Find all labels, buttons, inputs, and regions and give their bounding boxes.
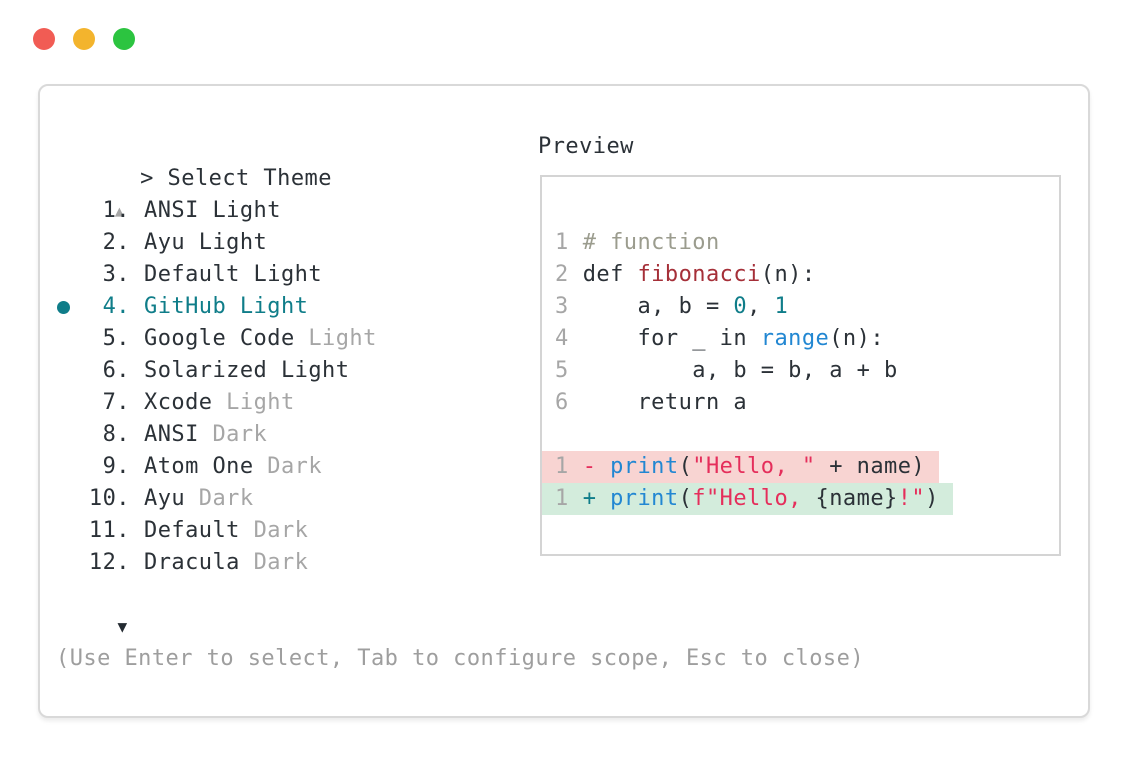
line-number: 1 [555,454,569,479]
close-window-icon[interactable] [33,28,55,50]
theme-number: 2. [102,230,130,255]
theme-label: Xcode Light [144,390,295,415]
theme-label: Default Dark [144,518,309,543]
blank-line [542,419,1059,451]
theme-number: 3. [102,262,130,287]
line-number: 5 [555,358,569,383]
selection-bullet-cell [56,300,88,314]
theme-label: GitHub Light [144,294,309,319]
code-line: 6 return a [542,387,1059,419]
theme-label: Default Light [144,262,323,287]
scroll-down-icon: ▼ [117,617,128,636]
code-line: 3 a, b = 0, 1 [542,291,1059,323]
line-number: 6 [555,390,569,415]
theme-option-ansi-light[interactable]: 1. ANSI Light [56,195,526,227]
code-line-content [542,419,555,451]
line-number: 3 [555,294,569,319]
theme-number: 8. [102,422,130,447]
select-theme-prompt: > Select Theme [140,166,332,191]
theme-number: 9. [102,454,130,479]
code-line: 1# function [542,227,1059,259]
theme-list-column: > Select Theme ▲ 1. ANSI Light 2. Ayu Light… [56,131,865,675]
keyboard-hint: (Use Enter to select, Tab to configure s… [56,646,865,671]
theme-label: Dracula Dark [144,550,309,575]
theme-label: ANSI Dark [144,422,268,447]
scroll-up-icon: ▲ [114,202,125,220]
theme-number: 5. [102,326,130,351]
scroll-up-button[interactable]: ▲ [56,163,526,220]
theme-number: 6. [102,358,130,383]
scroll-down-button[interactable]: ▼ [56,579,526,636]
code-line-content: 3 a, b = 0, 1 [555,294,789,319]
theme-option-atom-one-dark[interactable]: 9. Atom One Dark [56,451,526,483]
selected-bullet-icon [57,300,70,314]
line-number: 4 [555,326,569,351]
theme-picker-panel: > Select Theme ▲ 1. ANSI Light 2. Ayu Light… [38,84,1090,718]
theme-number: 11. [88,518,130,543]
code-line-content: 4 for _ in range(n): [555,326,885,351]
theme-option-google-code-light[interactable]: 5. Google Code Light [56,323,526,355]
theme-option-dracula-dark[interactable]: 12. Dracula Dark [56,547,526,579]
preview-label: Preview [538,134,634,159]
theme-option-xcode-light[interactable]: 7. Xcode Light [56,387,526,419]
theme-number: 4. [102,294,130,319]
theme-option-default-dark[interactable]: 11. Default Dark [56,515,526,547]
theme-option-ayu-light[interactable]: 2. Ayu Light [56,227,526,259]
theme-number: 7. [102,390,130,415]
window-controls [33,28,135,50]
code-line-content: 1- print("Hello, " + name) [542,451,940,483]
theme-option-solarized-light[interactable]: 6. Solarized Light [56,355,526,387]
theme-number: 12. [88,550,130,575]
code-line-content: 1+ print(f"Hello, {name}!") [542,483,953,515]
line-number: 1 [555,230,569,255]
theme-label: Ayu Dark [144,486,254,511]
theme-option-ayu-dark[interactable]: 10. Ayu Dark [56,483,526,515]
theme-label: Atom One Dark [144,454,323,479]
theme-option-default-light[interactable]: 3. Default Light [56,259,526,291]
theme-label: Ayu Light [144,230,268,255]
theme-option-github-light[interactable]: 4. GitHub Light [56,291,526,323]
line-number: 2 [555,262,569,287]
code-line: 5 a, b = b, a + b [542,355,1059,387]
code-line: 4 for _ in range(n): [542,323,1059,355]
minimize-window-icon[interactable] [73,28,95,50]
prompt-line: > Select Theme [56,131,526,191]
theme-label: ANSI Light [144,198,281,223]
code-line-content: 1# function [555,230,720,255]
theme-label: Solarized Light [144,358,350,383]
theme-option-ansi-dark[interactable]: 8. ANSI Dark [56,419,526,451]
diff-added-line: 1+ print(f"Hello, {name}!") [542,483,1059,515]
theme-number: 10. [88,486,130,511]
diff-removed-line: 1- print("Hello, " + name) [542,451,1059,483]
theme-number: 1. [102,198,130,223]
line-number: 1 [555,486,569,511]
theme-label: Google Code Light [144,326,377,351]
theme-list: 1. ANSI Light 2. Ayu Light 3. Default Light 4.… [56,195,526,579]
zoom-window-icon[interactable] [113,28,135,50]
code-line-content: 5 a, b = b, a + b [555,358,898,383]
code-line-content: 6 return a [555,390,748,415]
